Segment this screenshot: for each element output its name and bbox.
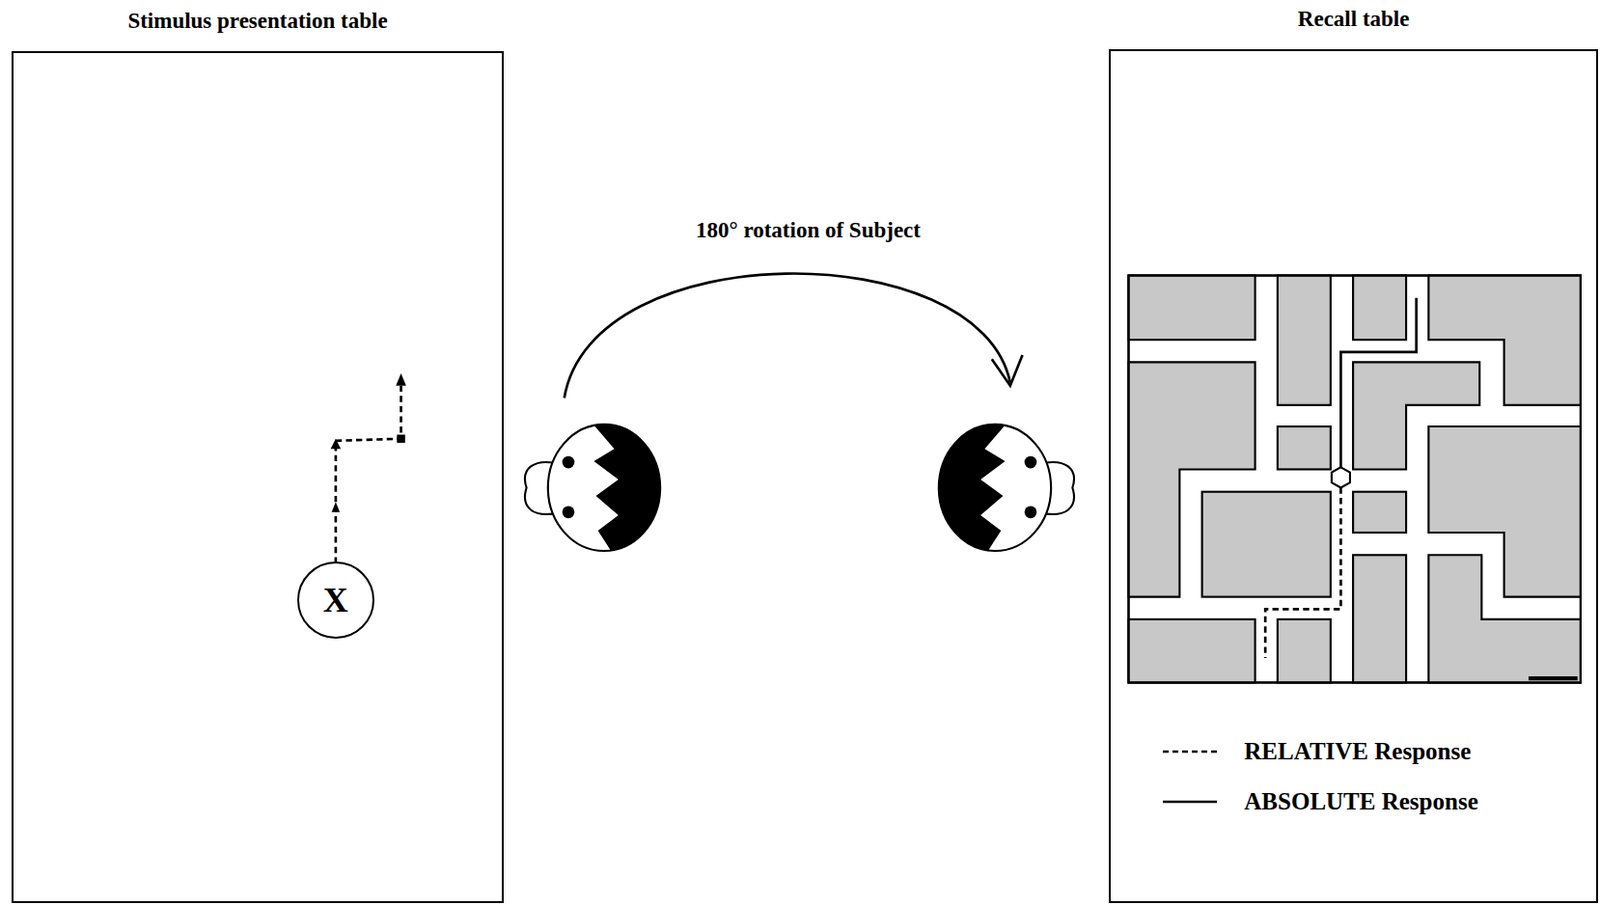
start-mark: X	[323, 582, 349, 618]
start-circle: X	[297, 561, 375, 639]
legend-text: ABSOLUTE Response	[1243, 788, 1478, 816]
table-title: Recall table	[1297, 6, 1410, 32]
subject-head	[524, 420, 674, 557]
rotation-arrow	[564, 273, 1023, 398]
street-map	[1128, 275, 1580, 684]
legend-row: RELATIVE Response	[1160, 726, 1478, 777]
table-box: Stimulus presentation tableX	[11, 51, 505, 904]
route-markers	[331, 373, 407, 513]
table-box: Recall table	[1108, 49, 1598, 904]
legend-swatch	[1160, 792, 1219, 812]
legend-swatch	[1160, 742, 1219, 762]
rotation-label: 180° rotation of Subject	[692, 218, 924, 244]
stimulus-route	[335, 386, 402, 564]
legend-row: ABSOLUTE Response	[1160, 776, 1478, 828]
legend: RELATIVE ResponseABSOLUTE Response	[1160, 726, 1478, 828]
table-title: Stimulus presentation table	[127, 8, 387, 34]
legend-text: RELATIVE Response	[1243, 738, 1471, 766]
subject-head	[925, 420, 1075, 557]
